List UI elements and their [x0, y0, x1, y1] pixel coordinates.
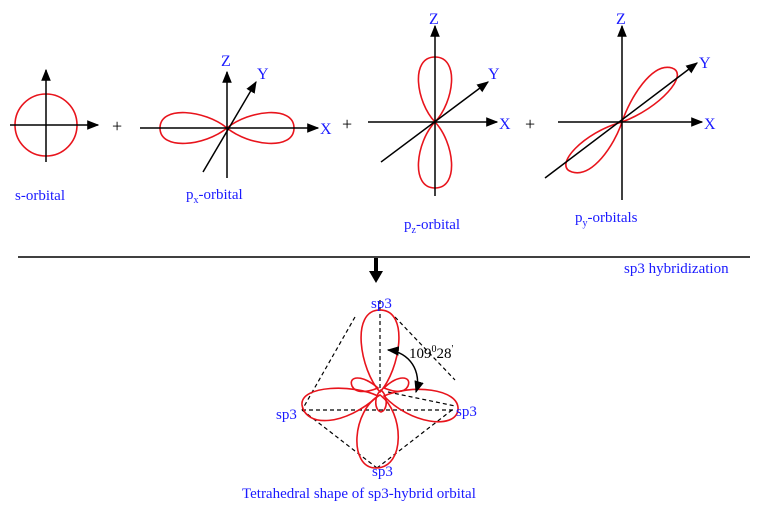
py-axis-z-label: Z: [616, 11, 626, 28]
px-axis-x-label: X: [320, 121, 332, 138]
sp3-label-top: sp3: [371, 296, 392, 312]
py-orbital-label: py-orbitals: [575, 210, 638, 229]
sp3-lobe-bottom: [356, 394, 399, 469]
sp3-lobes: [301, 309, 459, 469]
pz-axis-y-label: Y: [488, 66, 500, 83]
sp3-label-right: sp3: [456, 404, 477, 420]
tetrahedron-edges: [301, 300, 456, 469]
px-orbital-label: px-orbital: [186, 187, 243, 206]
sp3-label-bottom: sp3: [372, 464, 393, 480]
sp3-small-lobe-left: [350, 377, 380, 393]
sp3-lobe-left: [301, 387, 380, 422]
pz-axis-x-label: X: [499, 116, 511, 133]
hybrid-caption: Tetrahedral shape of sp3-hybrid orbital: [242, 486, 476, 502]
s-orbital-label: s-orbital: [15, 188, 65, 204]
px-y-axis: [202, 80, 257, 173]
px-axis-z-label: Z: [221, 53, 231, 70]
py-axis-y-label: Y: [699, 55, 711, 72]
px-orbital-diagram: X Y Z px-orbital: [140, 53, 332, 206]
angle-arc: [386, 346, 424, 394]
sp3-center-lobe: [374, 388, 388, 413]
divider-caption: sp3 hybridization: [624, 261, 729, 277]
px-axis-y-label: Y: [257, 66, 269, 83]
plus-sign-1: +: [112, 116, 122, 136]
sp3-hybrid-diagram: sp3 sp3 sp3 sp3 109028' Tetrahedral shap…: [242, 296, 477, 502]
plus-sign-3: +: [525, 114, 535, 134]
py-orbital-diagram: X Y Z py-orbitals: [544, 11, 716, 229]
bond-angle-label: 109028': [409, 344, 454, 362]
pz-orbital-diagram: X Y Z pz-orbital: [368, 11, 511, 236]
pz-orbital-label: pz-orbital: [404, 217, 460, 236]
py-axis-x-label: X: [704, 116, 716, 133]
down-arrow-icon: [369, 258, 383, 283]
pz-axis-z-label: Z: [429, 11, 439, 28]
plus-sign-2: +: [342, 114, 352, 134]
s-orbital-diagram: s-orbital: [10, 68, 100, 204]
pz-y-axis: [380, 81, 489, 163]
py-y-axis: [544, 62, 698, 179]
sp3-label-left: sp3: [276, 407, 297, 423]
